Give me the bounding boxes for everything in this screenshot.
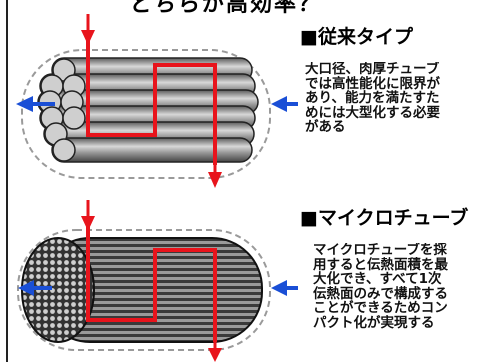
arrow-down-icon [208, 160, 222, 188]
description-line: あり、能力を満たすた [305, 90, 440, 106]
microtube-type-title: ■マイクロチューブ [300, 207, 469, 229]
arrow-down-icon [208, 340, 222, 362]
description-line: パクト化が実現する [313, 314, 435, 330]
page-title: どちらが高効率？ [130, 0, 323, 17]
arrow-down-icon [81, 200, 95, 231]
arrow-left-icon [271, 96, 298, 112]
description-line: ことができるためコン [313, 300, 448, 316]
description-line: がある [305, 119, 346, 135]
microtube-exchanger [17, 200, 298, 362]
description-line: 伝熱面のみで構成する [313, 285, 448, 302]
conventional-exchanger [16, 14, 298, 188]
conventional-type-title: ■従来タイプ [300, 26, 413, 48]
refrigerant-flow-path [86, 224, 217, 342]
tube-end [52, 138, 76, 162]
conventional-type-description: 大口径、肉厚チューブ では高性能化に限界が あり、能力を満たすた めには大型化す… [305, 62, 500, 135]
refrigerant-flow-path [86, 40, 217, 165]
description-line: マイクロチューブを採 [313, 243, 447, 258]
conventional-tube-bundle [37, 57, 259, 163]
description-line: 用すると伝熱面積を最 [313, 256, 448, 273]
arrow-left-icon [271, 280, 298, 296]
frame-left-border [6, 0, 8, 362]
description-line: では高性能化に限界が [305, 75, 440, 92]
microtube-type-description: マイクロチューブを採 用すると伝熱面積を最 大化でき、すべて1次 伝熱面のみで構… [313, 243, 500, 330]
description-line: 大化でき、すべて1次 [313, 271, 442, 287]
arrow-left-icon [18, 280, 52, 296]
arrow-down-icon [81, 14, 95, 45]
description-line: 大口径、肉厚チューブ [305, 62, 440, 77]
microtube-housing-outline [17, 229, 271, 351]
description-line: めには大型化する必要 [305, 104, 440, 121]
conventional-housing-outline [21, 49, 271, 179]
tube [51, 137, 253, 163]
arrow-left-icon [16, 96, 55, 112]
heat-exchanger-diagrams [16, 14, 298, 362]
tube-end [62, 106, 86, 130]
